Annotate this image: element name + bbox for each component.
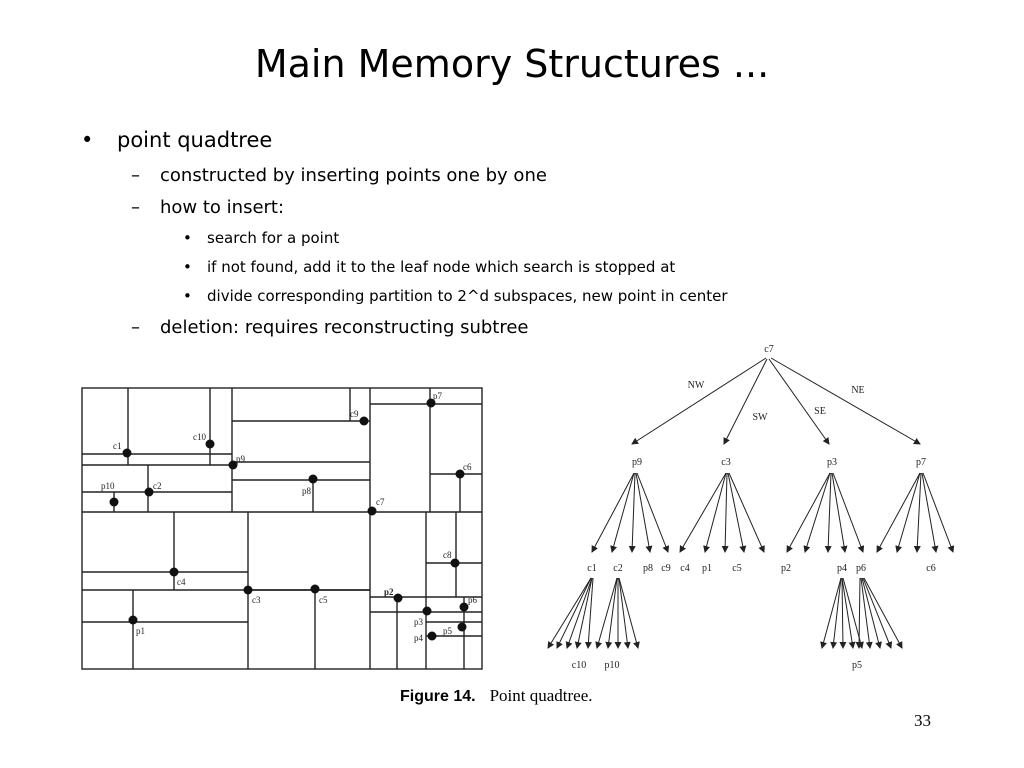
dash-marker: – bbox=[131, 165, 140, 186]
bullet-text: divide corresponding partition to 2^d su… bbox=[207, 287, 728, 305]
bullet-marker: • bbox=[183, 229, 192, 247]
tree-node-l3: c10 bbox=[572, 660, 586, 671]
point-p2 bbox=[393, 593, 403, 603]
slide-title: Main Memory Structures ... bbox=[254, 42, 770, 86]
edge-label-se: SE bbox=[814, 406, 826, 417]
point-p10 bbox=[109, 497, 119, 507]
bullet-text: constructed by inserting points one by o… bbox=[160, 165, 547, 186]
bullet-text: point quadtree bbox=[117, 128, 273, 152]
label-c4: c4 bbox=[177, 577, 186, 587]
point-p1 bbox=[128, 615, 138, 625]
label-c7: c7 bbox=[376, 497, 385, 507]
point-c6 bbox=[455, 469, 465, 479]
label-c9: c9 bbox=[350, 409, 359, 419]
edge-label-nw: NW bbox=[688, 380, 705, 391]
tree-node-l2: c1 bbox=[587, 563, 596, 574]
quadtree-partition-figure: p7 c9 c10 c1 p9 c6 p10 c2 p8 c7 c8 c4 c3… bbox=[81, 387, 483, 670]
quadtree-tree-figure: c7 NW SW SE NE p9 c3 p3 p7 c1 c2 p8 c9 c… bbox=[547, 344, 955, 671]
point-p4 bbox=[427, 631, 437, 641]
label-c3: c3 bbox=[252, 595, 261, 605]
bullet-text: search for a point bbox=[207, 229, 340, 247]
label-c1: c1 bbox=[113, 441, 122, 451]
tree-node-l1: p3 bbox=[827, 457, 837, 468]
label-c8: c8 bbox=[443, 550, 452, 560]
point-c5 bbox=[310, 584, 320, 594]
dash-marker: – bbox=[131, 317, 140, 338]
label-p7: p7 bbox=[433, 391, 443, 401]
label-p1: p1 bbox=[136, 626, 145, 636]
label-p4: p4 bbox=[414, 633, 424, 643]
dash-marker: – bbox=[131, 197, 140, 218]
tree-node-l2: p1 bbox=[702, 563, 712, 574]
bullet-text: deletion: requires reconstructing subtre… bbox=[160, 317, 529, 338]
tree-node-l2: c9 bbox=[661, 563, 670, 574]
edge-label-ne: NE bbox=[851, 385, 864, 396]
tree-node-root: c7 bbox=[764, 344, 773, 355]
point-c1 bbox=[122, 448, 132, 458]
tree-node-l3: p5 bbox=[852, 660, 862, 671]
tree-node-l2: p6 bbox=[856, 563, 866, 574]
page-number: 33 bbox=[914, 711, 931, 730]
tree-node-l1: p7 bbox=[916, 457, 926, 468]
label-p5: p5 bbox=[443, 626, 453, 636]
label-c5: c5 bbox=[319, 595, 328, 605]
tree-node-l2: p2 bbox=[781, 563, 791, 574]
tree-node-l2: c5 bbox=[732, 563, 741, 574]
point-c9 bbox=[359, 416, 369, 426]
label-p3: p3 bbox=[414, 617, 424, 627]
label-p6: p6 bbox=[468, 595, 478, 605]
tree-node-l2: c6 bbox=[926, 563, 935, 574]
point-p8 bbox=[308, 474, 318, 484]
point-p9 bbox=[228, 460, 238, 470]
point-p5 bbox=[457, 622, 467, 632]
tree-node-l2: p8 bbox=[643, 563, 653, 574]
label-p8: p8 bbox=[302, 486, 312, 496]
tree-node-l2: p4 bbox=[837, 563, 847, 574]
label-p10: p10 bbox=[101, 481, 115, 491]
figure-label: Figure 14. bbox=[400, 688, 476, 705]
tree-node-l2: c2 bbox=[613, 563, 622, 574]
edge-label-sw: SW bbox=[753, 412, 769, 423]
label-c2: c2 bbox=[153, 481, 162, 491]
point-c8 bbox=[450, 558, 460, 568]
bullet-marker: • bbox=[183, 287, 192, 305]
point-c7 bbox=[367, 506, 377, 516]
point-p7 bbox=[426, 398, 436, 408]
point-c10 bbox=[205, 439, 215, 449]
label-c10: c10 bbox=[193, 432, 206, 442]
point-c2 bbox=[144, 487, 154, 497]
label-p9: p9 bbox=[236, 454, 246, 464]
tree-node-l1: p9 bbox=[632, 457, 642, 468]
figure-caption-text: Point quadtree. bbox=[489, 686, 593, 705]
bullet-marker: • bbox=[81, 128, 94, 152]
label-p2: p2 bbox=[384, 587, 394, 597]
bullet-text: if not found, add it to the leaf node wh… bbox=[207, 258, 676, 276]
bullet-marker: • bbox=[183, 258, 192, 276]
figure-caption: Figure 14. Point quadtree. bbox=[400, 686, 593, 706]
point-p3 bbox=[422, 606, 432, 616]
tree-node-l2: c4 bbox=[680, 563, 689, 574]
tree-node-l1: c3 bbox=[721, 457, 730, 468]
bullet-text: how to insert: bbox=[160, 197, 285, 218]
point-c3 bbox=[243, 585, 253, 595]
tree-node-l3: p10 bbox=[605, 660, 620, 671]
label-c6: c6 bbox=[463, 462, 472, 472]
point-c4 bbox=[169, 567, 179, 577]
point-p6 bbox=[459, 602, 469, 612]
